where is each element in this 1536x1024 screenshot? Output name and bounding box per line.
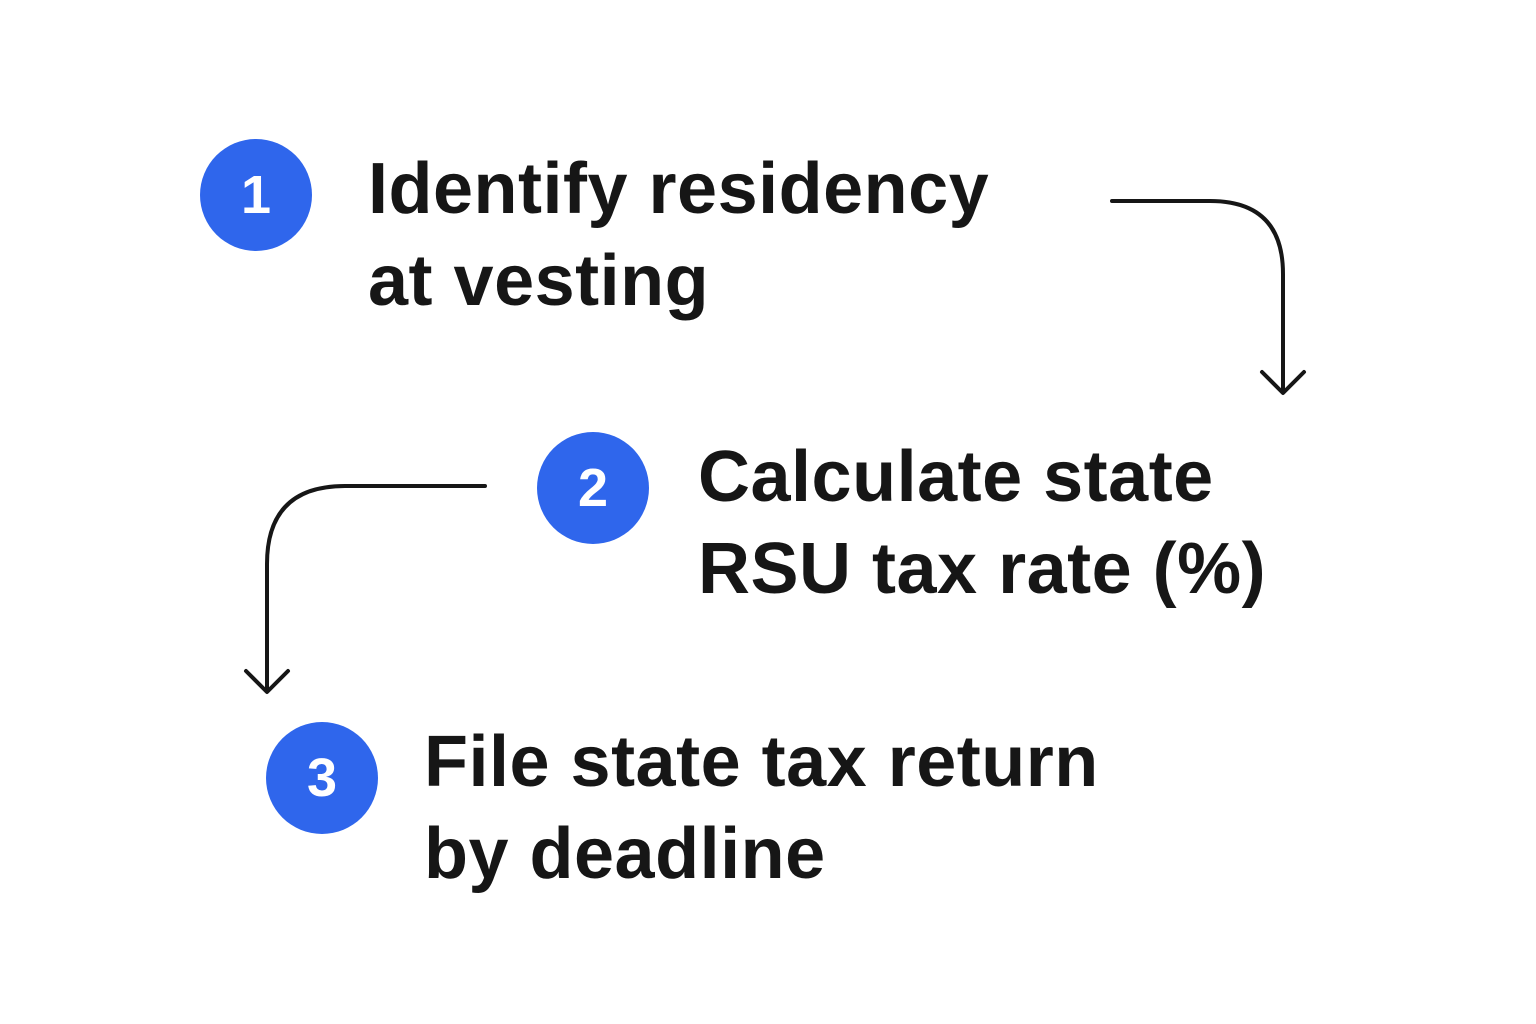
step-3-label-line-1: File state tax return bbox=[424, 722, 1099, 802]
step-1-label-line-2: at vesting bbox=[368, 241, 710, 321]
step-2-number-badge: 2 bbox=[537, 432, 649, 544]
step-2-label-line-1: Calculate state bbox=[698, 437, 1214, 517]
step-2-label: Calculate state RSU tax rate (%) bbox=[698, 431, 1266, 615]
curved-down-arrow-icon bbox=[1110, 199, 1306, 395]
step-2-label-line-2: RSU tax rate (%) bbox=[698, 529, 1267, 609]
step-3-label: File state tax return by deadline bbox=[424, 716, 1099, 900]
connector-2-to-3-arrowhead bbox=[244, 669, 290, 694]
connector-1-to-2-arrowhead bbox=[1260, 370, 1306, 395]
step-3-label-line-2: by deadline bbox=[424, 814, 826, 894]
curved-down-arrow-icon bbox=[244, 484, 487, 694]
step-1-label-line-1: Identify residency bbox=[368, 149, 990, 229]
step-1-number-badge: 1 bbox=[200, 139, 312, 251]
step-1-label: Identify residency at vesting bbox=[368, 143, 989, 327]
step-3-number-badge: 3 bbox=[266, 722, 378, 834]
connector-1-to-2-line bbox=[1110, 199, 1285, 394]
connector-2-to-3-line bbox=[265, 484, 487, 693]
